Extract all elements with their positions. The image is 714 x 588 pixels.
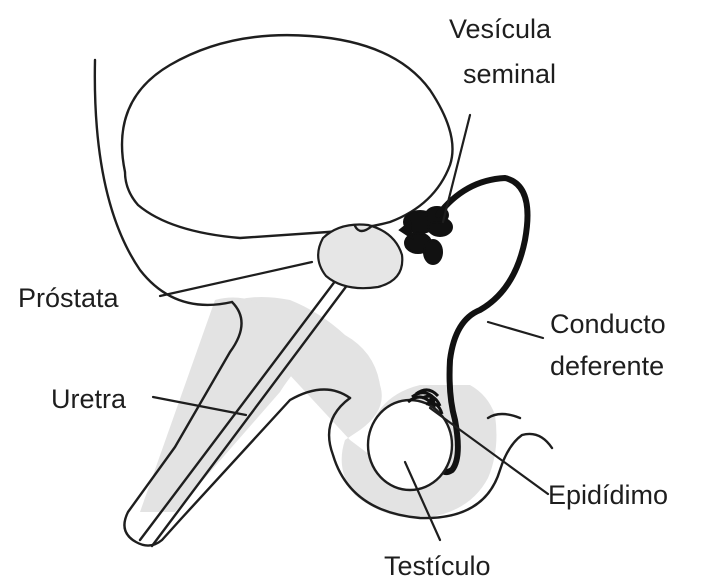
shaded-tissue [140, 297, 496, 518]
bladder-outline [122, 35, 453, 238]
label-vesicula-line2: seminal [463, 59, 556, 89]
label-vesicula-line1: Vesícula [449, 14, 552, 44]
label-prostata: Próstata [18, 283, 120, 313]
vesicula-leader [443, 115, 470, 222]
prostate-gland [318, 225, 402, 289]
prostata-leader [160, 262, 312, 296]
label-conducto-line1: Conducto [550, 309, 666, 339]
label-uretra: Uretra [51, 384, 127, 414]
label-epididimo: Epidídimo [548, 480, 668, 510]
label-conducto-line2: deferente [550, 351, 664, 381]
conducto-leader [488, 322, 543, 338]
label-testiculo: Testículo [384, 551, 491, 581]
body-contour [95, 60, 232, 305]
